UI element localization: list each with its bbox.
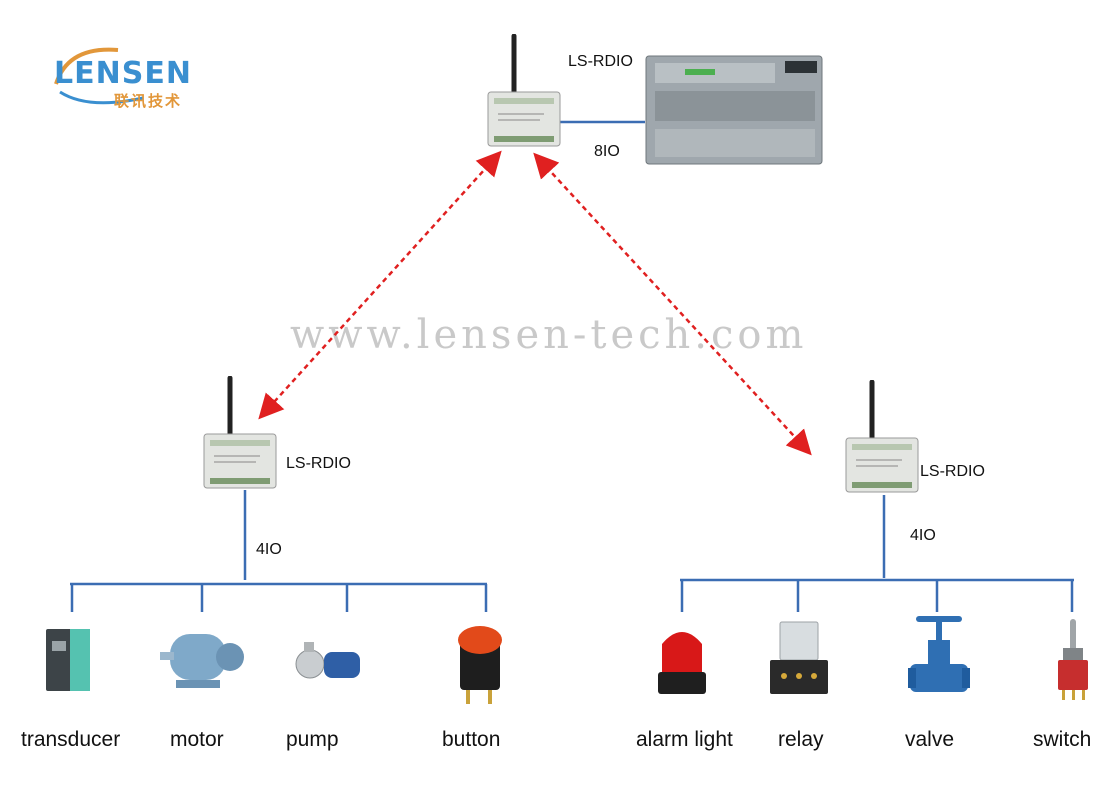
wireless-link-left <box>258 150 502 420</box>
device-label-motor: motor <box>170 728 224 751</box>
left-node-label: LS-RDIO <box>286 455 351 472</box>
logo-swoosh-icon <box>54 47 144 105</box>
device-label-switch: switch <box>1033 728 1092 751</box>
master-label: LS-RDIO <box>568 53 633 70</box>
logo-brand: LENSEN <box>54 56 192 91</box>
alarm-light-icon <box>658 632 706 694</box>
radio-module-icon <box>203 376 277 489</box>
logo: LENSEN 联讯技术 <box>48 40 218 110</box>
button-icon <box>458 626 502 704</box>
right-node-label: LS-RDIO <box>920 463 985 480</box>
valve-icon <box>908 616 970 692</box>
device-label-relay: relay <box>778 728 824 751</box>
right-bus-label: 4IO <box>910 527 936 544</box>
device-label-valve: valve <box>905 728 955 751</box>
radio-module-icon <box>487 34 561 147</box>
transducer-icon <box>46 629 90 691</box>
pump-icon <box>295 642 360 679</box>
device-label-alarm-light: alarm light <box>636 728 733 751</box>
bus-left <box>70 490 488 612</box>
device-label-transducer: transducer <box>21 728 121 751</box>
bus-right <box>680 495 1074 612</box>
device-label-button: button <box>442 728 501 751</box>
motor-icon <box>160 634 244 688</box>
master-link-label: 8IO <box>594 143 620 160</box>
logo-subtitle: 联讯技术 <box>114 92 183 110</box>
plc-icon <box>645 55 823 165</box>
left-bus-label: 4IO <box>256 541 282 558</box>
relay-icon <box>770 621 828 694</box>
radio-module-icon <box>845 380 919 493</box>
wireless-link-right <box>533 152 812 456</box>
device-label-pump: pump <box>286 728 339 751</box>
switch-icon <box>1058 619 1088 700</box>
